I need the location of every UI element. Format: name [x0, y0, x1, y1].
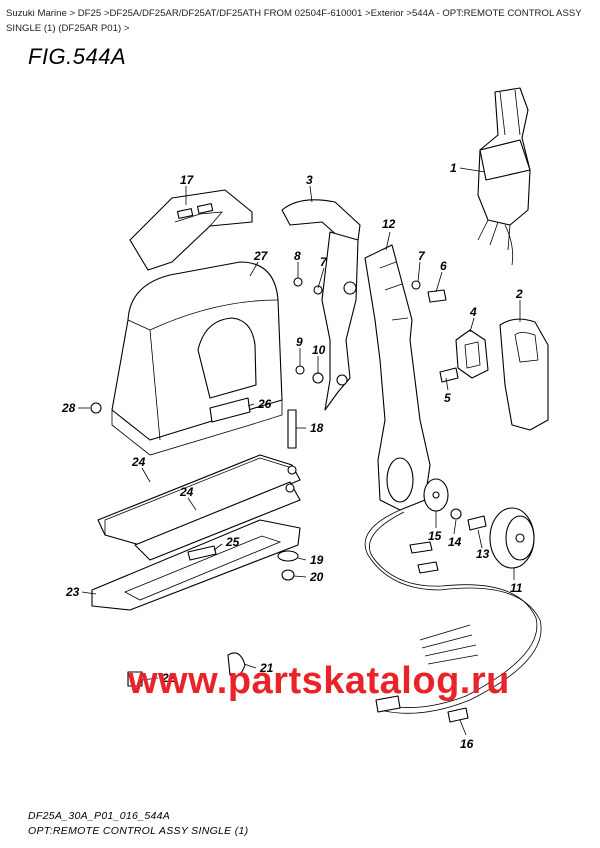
callout-26: 26 [257, 397, 272, 411]
callout-23: 23 [65, 585, 80, 599]
part-wire-harness [364, 509, 542, 723]
callout-3: 3 [306, 173, 313, 187]
callout-8: 8 [294, 249, 301, 263]
callout-19: 19 [310, 553, 324, 567]
callout-11: 11 [510, 581, 523, 595]
part-switch [455, 329, 489, 379]
part-washer-screw [450, 508, 487, 531]
part-top-cover [129, 189, 253, 271]
watermark: www.partskatalog.ru [128, 660, 510, 702]
part-remote-control-assy [477, 87, 531, 266]
breadcrumb: Suzuki Marine > DF25 >DF25A/DF25AR/DF25A… [6, 8, 582, 34]
leader-lines [78, 167, 521, 736]
part-disc [423, 478, 449, 512]
callout-7-left: 7 [320, 255, 328, 269]
callout-18: 18 [310, 421, 324, 435]
callout-15: 15 [428, 529, 442, 543]
callout-13: 13 [476, 547, 490, 561]
callout-22: 22 [161, 671, 176, 685]
part-lever-arm [364, 244, 431, 511]
callout-14: 14 [448, 535, 462, 549]
callout-9: 9 [296, 335, 303, 349]
callout-24-upper: 24 [131, 455, 146, 469]
callout-25: 25 [225, 535, 240, 549]
callout-27: 27 [253, 249, 269, 263]
callout-6: 6 [440, 259, 447, 273]
callout-12: 12 [382, 217, 396, 231]
part-side-plates [97, 454, 301, 561]
callout-16: 16 [460, 737, 474, 751]
callout-1: 1 [450, 161, 457, 175]
part-knob [489, 507, 535, 569]
fasteners [90, 277, 459, 687]
callout-10: 10 [312, 343, 326, 357]
part-handle-grip [499, 318, 549, 431]
part-shift-bracket [281, 199, 361, 411]
callout-21: 21 [259, 661, 274, 675]
figure-title: FIG.544A [28, 44, 127, 69]
diagram-code: DF25A_30A_P01_016_544A [28, 810, 171, 822]
diagram-caption: OPT:REMOTE CONTROL ASSY SINGLE (1) [28, 825, 249, 837]
part-base-plate [91, 519, 301, 611]
callout-2: 2 [515, 287, 523, 301]
callout-4: 4 [469, 305, 477, 319]
callout-28: 28 [61, 401, 76, 415]
part-main-housing [111, 261, 283, 456]
callout-labels: 1 2 3 4 5 6 7 7 8 9 10 11 12 13 14 15 16… [61, 161, 523, 751]
callout-24-lower: 24 [179, 485, 194, 499]
callout-20: 20 [309, 570, 324, 584]
callout-7-right: 7 [418, 249, 426, 263]
callout-17: 17 [180, 173, 195, 187]
callout-5: 5 [444, 391, 451, 405]
